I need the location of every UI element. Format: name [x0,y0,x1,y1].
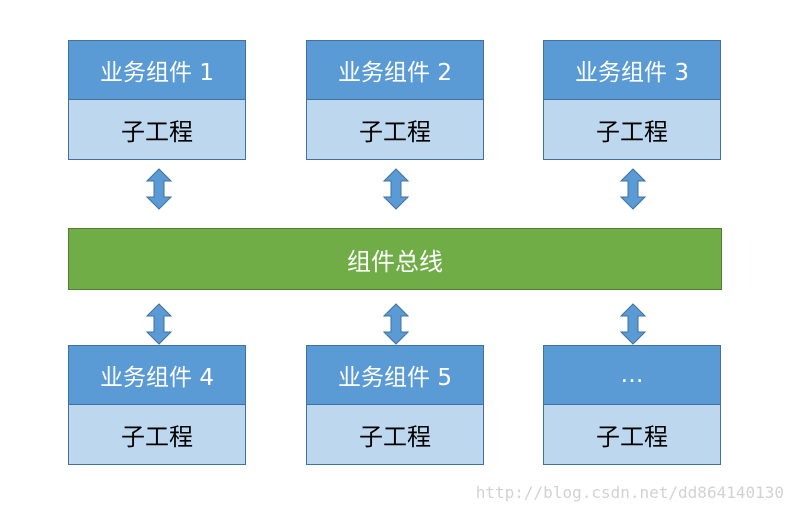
component-title: 业务组件 2 [307,41,483,100]
component-title: 业务组件 3 [544,41,720,100]
component-title: 业务组件 5 [307,346,483,405]
component-title: 业务组件 1 [69,41,245,100]
component-title: 业务组件 4 [69,346,245,405]
component-bus: 组件总线 [68,228,722,290]
component-subproject: 子工程 [69,100,245,159]
bidirectional-arrow-icon [620,168,646,210]
component-subproject: 子工程 [544,405,720,464]
component-subproject: 子工程 [69,405,245,464]
component-subproject: 子工程 [307,100,483,159]
bidirectional-arrow-icon [383,303,409,345]
business-component-2: 业务组件 2 子工程 [306,40,484,160]
component-subproject: 子工程 [544,100,720,159]
business-component-3: 业务组件 3 子工程 [543,40,721,160]
business-component-more: … 子工程 [543,345,721,465]
bidirectional-arrow-icon [146,303,172,345]
component-subproject: 子工程 [307,405,483,464]
watermark: http://blog.csdn.net/dd864140130 [475,483,784,502]
bidirectional-arrow-icon [383,168,409,210]
bidirectional-arrow-icon [620,303,646,345]
business-component-1: 业务组件 1 子工程 [68,40,246,160]
bidirectional-arrow-icon [146,168,172,210]
component-title: … [544,346,720,405]
business-component-5: 业务组件 5 子工程 [306,345,484,465]
business-component-4: 业务组件 4 子工程 [68,345,246,465]
